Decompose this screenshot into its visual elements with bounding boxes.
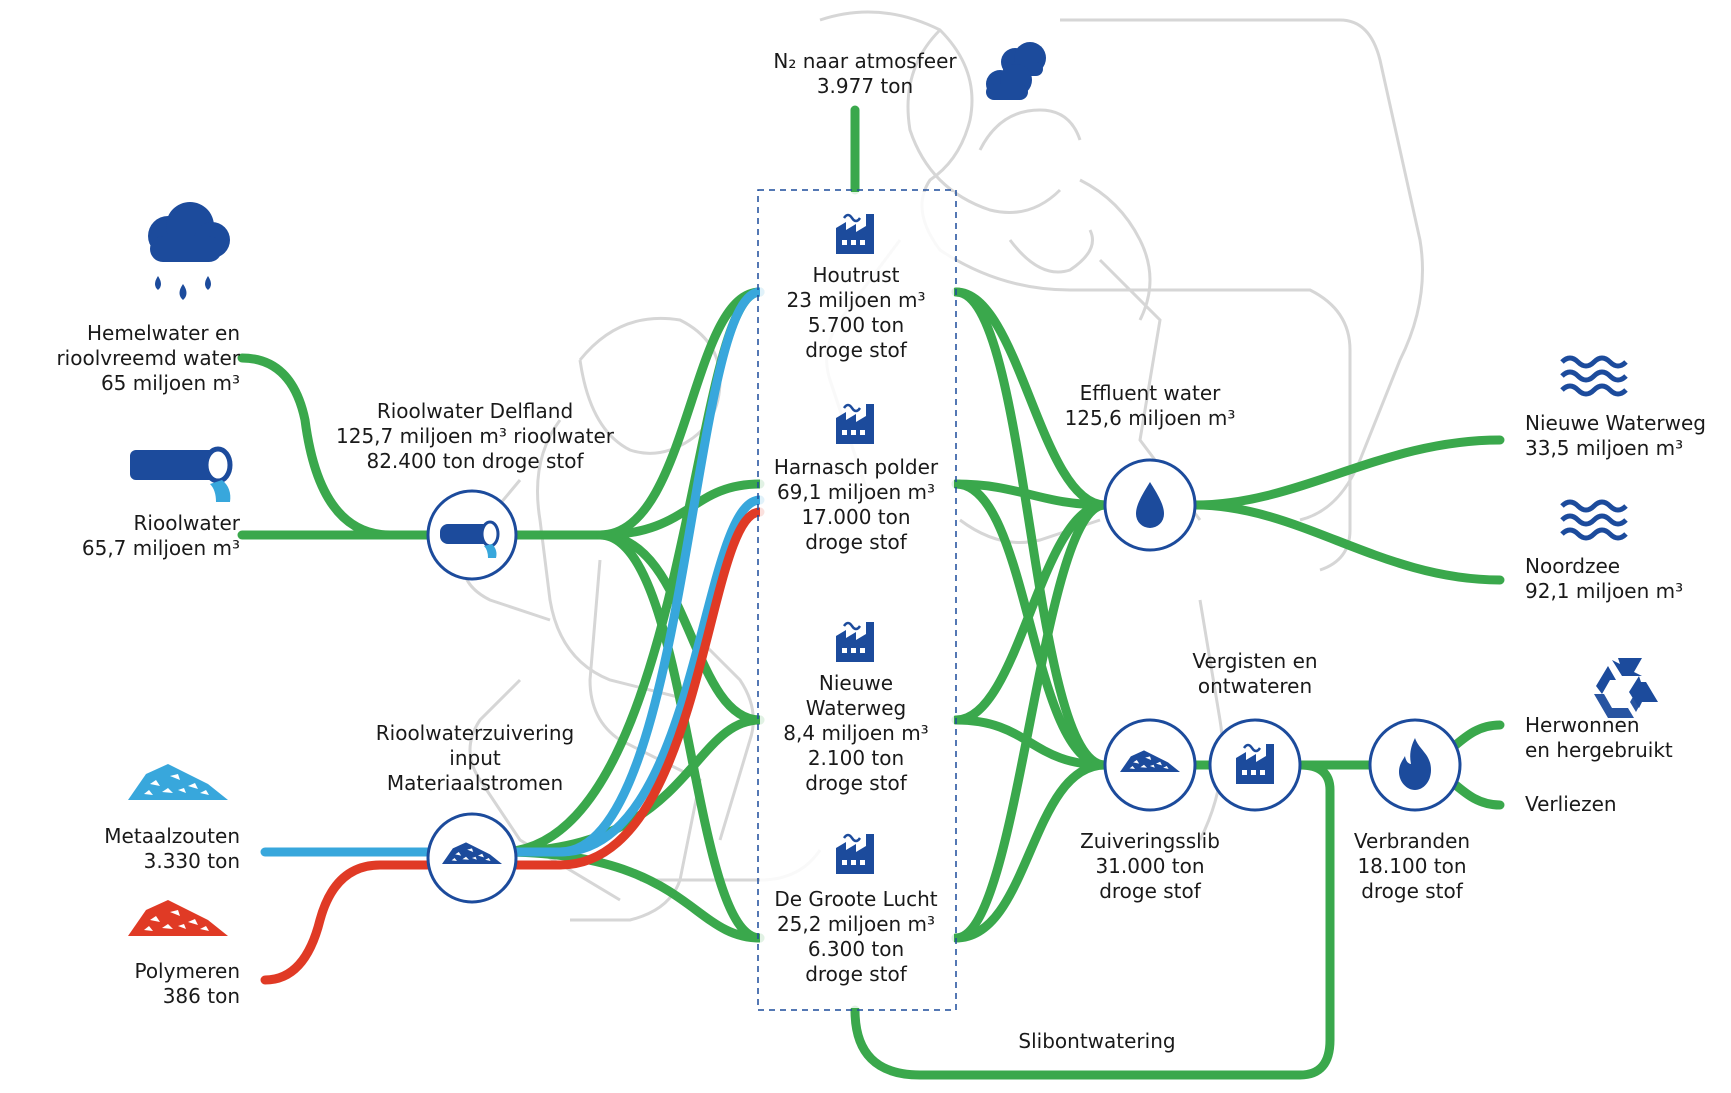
vergisten-line1: Vergisten en: [1192, 649, 1317, 673]
effluent-line2: 125,6 miljoen m³: [1065, 406, 1236, 430]
label-vergisten: Vergisten en ontwateren: [1192, 649, 1317, 698]
hemelwater-line2: rioolvreemd water: [56, 346, 240, 370]
plant-mass: 5.700 ton: [808, 313, 904, 337]
metaalzouten-line2: 3.330 ton: [144, 849, 240, 873]
plant-unit: droge stof: [805, 962, 908, 986]
pipe-icon: [130, 446, 233, 502]
flow-lines-red: [260, 507, 765, 985]
plant-mass: 6.300 ton: [808, 937, 904, 961]
hub-vergisten: [1208, 718, 1302, 812]
recycle-icon: [1594, 658, 1658, 718]
plant-houtrust: Houtrust 23 miljoen m³ 5.700 ton droge s…: [786, 263, 925, 362]
zuiveringsslib-line3: droge stof: [1099, 879, 1202, 903]
waves-icon: [1562, 502, 1626, 538]
plants-box: [757, 189, 957, 1011]
plant-name: Houtrust: [813, 263, 900, 287]
label-hemelwater: Hemelwater en rioolvreemd water 65 miljo…: [56, 321, 240, 395]
verbranden-line2: 18.100 ton: [1357, 854, 1466, 878]
label-zuivering: Rioolwaterzuivering input Materiaalstrom…: [376, 721, 575, 795]
plant-nieuwe-waterweg: Nieuwe Waterweg 8,4 miljoen m³ 2.100 ton…: [783, 671, 928, 795]
label-noordzee: Noordzee 92,1 miljoen m³: [1525, 554, 1683, 603]
cloud-icon: [986, 42, 1046, 100]
hemelwater-line1: Hemelwater en: [87, 321, 240, 345]
atmosphere-line2: 3.977 ton: [817, 74, 913, 98]
hub-verbranden: [1368, 718, 1462, 812]
plant-unit: droge stof: [805, 771, 908, 795]
plant-unit: droge stof: [805, 338, 908, 362]
plant-water: 23 miljoen m³: [786, 288, 925, 312]
noordzee-line1: Noordzee: [1525, 554, 1620, 578]
plant-mass: 17.000 ton: [801, 505, 910, 529]
plant-unit: droge stof: [805, 530, 908, 554]
noordzee-line2: 92,1 miljoen m³: [1525, 579, 1683, 603]
label-effluent: Effluent water 125,6 miljoen m³: [1065, 381, 1236, 430]
zuivering-line2: input: [449, 746, 501, 770]
polymeren-line1: Polymeren: [134, 959, 240, 983]
salt-pile-blue-icon: [128, 764, 228, 800]
plant-name-1: Nieuwe: [819, 671, 893, 695]
atmosphere-line1: N₂ naar atmosfeer: [773, 49, 957, 73]
delfland-line3: 82.400 ton droge stof: [366, 449, 584, 473]
verbranden-line3: droge stof: [1361, 879, 1464, 903]
waves-icon: [1562, 358, 1626, 394]
nieuwe-waterweg-line2: 33,5 miljoen m³: [1525, 436, 1683, 460]
plant-groote-lucht: De Groote Lucht 25,2 miljoen m³ 6.300 to…: [774, 887, 937, 986]
water-drop-icon: [1136, 482, 1164, 528]
plant-harnasch: Harnasch polder 69,1 miljoen m³ 17.000 t…: [774, 455, 939, 554]
label-rioolwater: Rioolwater 65,7 miljoen m³: [82, 511, 241, 560]
label-atmosphere: N₂ naar atmosfeer 3.977 ton: [773, 49, 957, 98]
plant-water: 25,2 miljoen m³: [777, 912, 935, 936]
zuivering-line1: Rioolwaterzuivering: [376, 721, 575, 745]
zuiveringsslib-line1: Zuiveringsslib: [1080, 829, 1220, 853]
vergisten-line2: ontwateren: [1198, 674, 1312, 698]
verliezen-line1: Verliezen: [1525, 792, 1617, 816]
delfland-line1: Rioolwater Delfland: [377, 399, 573, 423]
plant-mass: 2.100 ton: [808, 746, 904, 770]
plant-name: De Groote Lucht: [774, 887, 937, 911]
label-slibontwatering: Slibontwatering: [1018, 1029, 1175, 1053]
zuivering-line3: Materiaalstromen: [387, 771, 563, 795]
delfland-line2: 125,7 miljoen m³ rioolwater: [336, 424, 615, 448]
hub-zuivering: [426, 812, 518, 904]
hub-delfland: [426, 489, 518, 581]
label-verliezen: Verliezen: [1525, 792, 1617, 816]
plant-water: 69,1 miljoen m³: [777, 480, 935, 504]
verbranden-line1: Verbranden: [1354, 829, 1470, 853]
label-nieuwe-waterweg: Nieuwe Waterweg 33,5 miljoen m³: [1525, 411, 1706, 460]
rioolwater-line1: Rioolwater: [134, 511, 241, 535]
herwonnen-line2: en hergebruikt: [1525, 738, 1673, 762]
plant-name-2: Waterweg: [806, 696, 906, 720]
label-verbranden: Verbranden 18.100 ton droge stof: [1354, 829, 1470, 903]
pipe-icon: [440, 520, 500, 558]
label-metaalzouten: Metaalzouten 3.330 ton: [104, 824, 240, 873]
flame-icon: [1399, 738, 1431, 790]
plant-name: Harnasch polder: [774, 455, 939, 479]
label-herwonnen: Herwonnen en hergebruikt: [1525, 713, 1673, 762]
effluent-line1: Effluent water: [1080, 381, 1222, 405]
hemelwater-line3: 65 miljoen m³: [101, 371, 240, 395]
polymeren-line2: 386 ton: [163, 984, 240, 1008]
metaalzouten-line1: Metaalzouten: [104, 824, 240, 848]
label-polymeren: Polymeren 386 ton: [134, 959, 240, 1008]
hub-zuiveringsslib: [1103, 718, 1197, 812]
hub-effluent: [1103, 458, 1197, 552]
label-zuiveringsslib: Zuiveringsslib 31.000 ton droge stof: [1080, 829, 1220, 903]
herwonnen-line1: Herwonnen: [1525, 713, 1640, 737]
rain-cloud-icon: [148, 202, 230, 300]
salt-pile-red-icon: [128, 900, 228, 936]
plant-water: 8,4 miljoen m³: [783, 721, 928, 745]
rioolwater-line2: 65,7 miljoen m³: [82, 536, 240, 560]
label-delfland: Rioolwater Delfland 125,7 miljoen m³ rio…: [336, 399, 615, 473]
zuiveringsslib-line2: 31.000 ton: [1095, 854, 1204, 878]
nieuwe-waterweg-line1: Nieuwe Waterweg: [1525, 411, 1706, 435]
